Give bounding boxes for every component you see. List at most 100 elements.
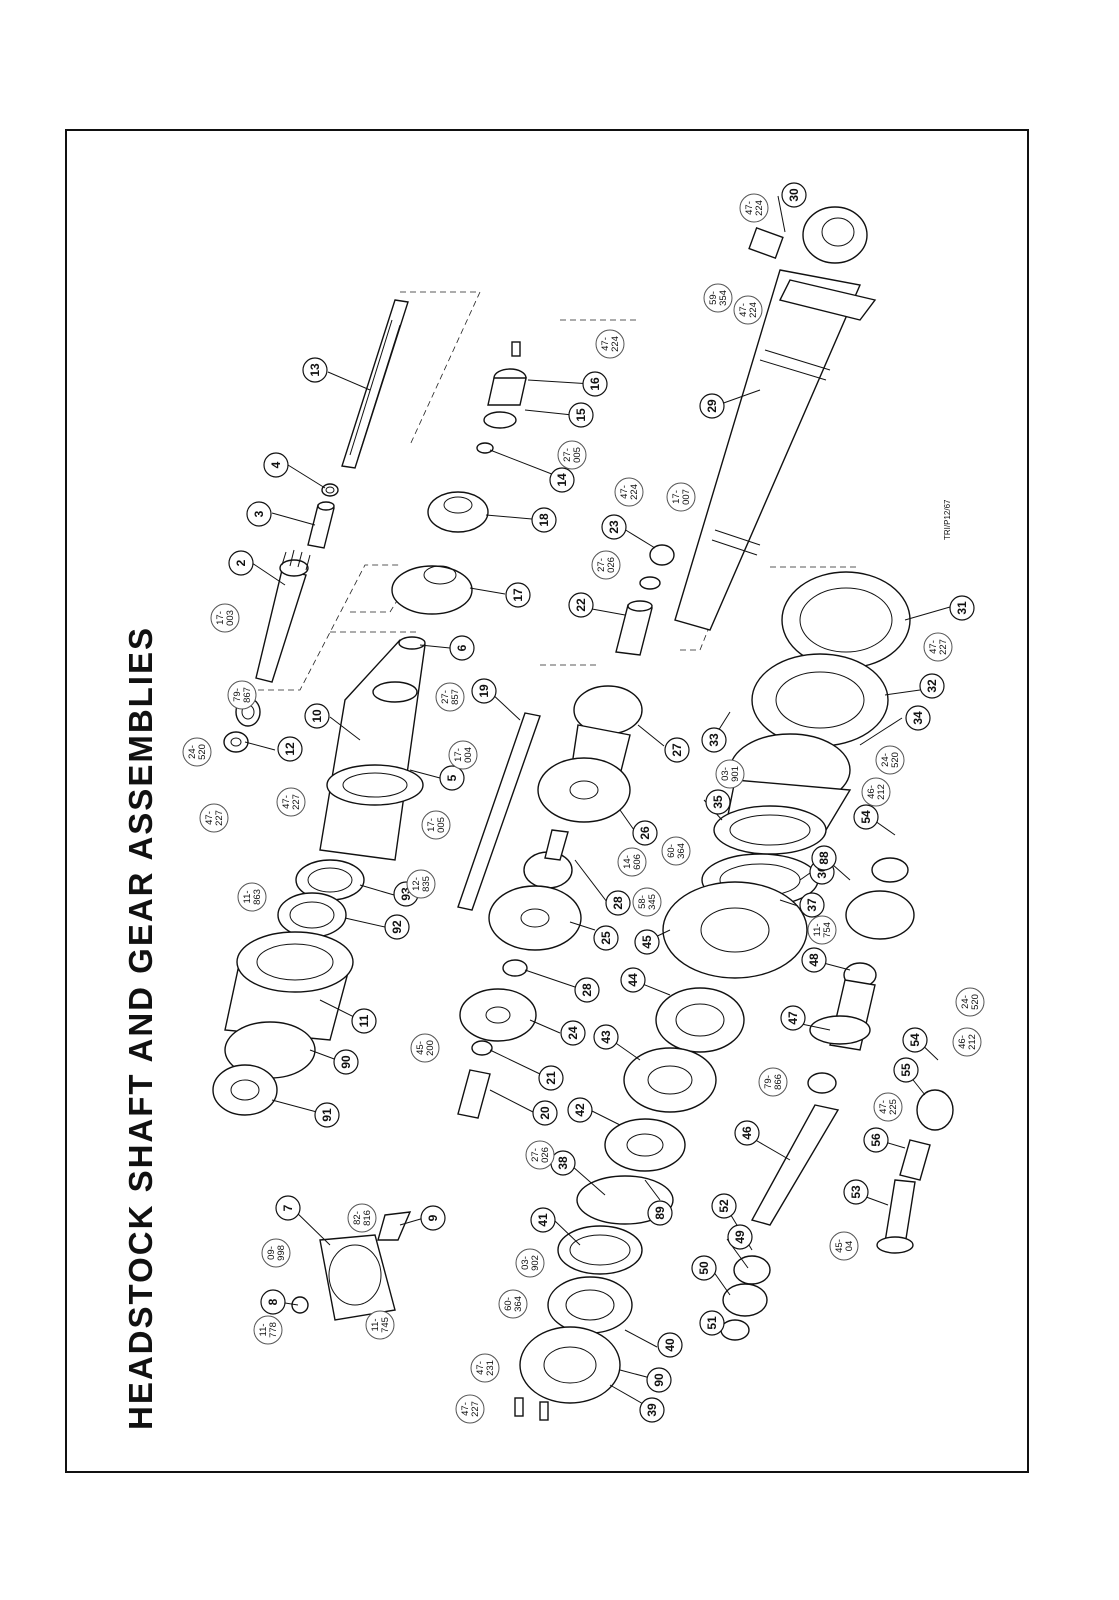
part-number-circle xyxy=(595,329,625,359)
part-number-circle xyxy=(829,1231,859,1261)
part-brake-assembly xyxy=(291,1211,412,1321)
callout-circle xyxy=(843,1179,869,1205)
callout-circle xyxy=(664,737,690,763)
part-spindle-5 xyxy=(319,636,426,861)
callout-circle xyxy=(593,925,619,951)
callout-number: 27 xyxy=(670,743,684,757)
callout-number: 49 xyxy=(733,1230,747,1244)
part-number-text: 27-857 xyxy=(440,689,461,705)
part-sleeve-3 xyxy=(307,501,335,549)
part-number-47-227: 47-227 xyxy=(199,803,229,833)
part-number-text: 60-364 xyxy=(666,843,687,859)
part-number-text: 11-863 xyxy=(242,889,263,905)
callout-circle xyxy=(853,804,879,830)
part-number-text: 59-354 xyxy=(708,290,729,306)
callout-22: 22 xyxy=(568,592,594,618)
callout-circle xyxy=(699,393,725,419)
callout-number: 46 xyxy=(740,1126,754,1140)
diagram-frame xyxy=(65,129,1029,1473)
part-number-circle xyxy=(923,632,953,662)
part-number-text: 27-026 xyxy=(530,1147,551,1163)
part-number-03-902: 03-902 xyxy=(515,1248,545,1278)
part-number-circle xyxy=(873,1092,903,1122)
part-number-text: 24-520 xyxy=(880,752,901,768)
callout-number: 24 xyxy=(566,1026,580,1040)
part-number-circle xyxy=(557,440,587,470)
callout-25: 25 xyxy=(593,925,619,951)
callout-number: 2 xyxy=(234,559,248,566)
callout-circle xyxy=(863,1127,889,1153)
part-number-circle xyxy=(515,1248,545,1278)
part-number-circle xyxy=(875,745,905,775)
callout-48: 48 xyxy=(801,947,827,973)
callout-circle xyxy=(439,765,465,791)
callout-32: 32 xyxy=(919,673,945,699)
callout-91: 91 xyxy=(314,1102,340,1128)
callout-31: 31 xyxy=(949,595,975,621)
part-housing-11 xyxy=(224,859,365,1079)
part-number-circle xyxy=(861,777,891,807)
callout-90: 90 xyxy=(646,1367,672,1393)
callout-circle xyxy=(639,1397,665,1423)
callout-circle xyxy=(905,705,931,731)
part-shaft-53 xyxy=(876,1179,916,1254)
part-number-79-866: 79-866 xyxy=(758,1067,788,1097)
part-pin-20 xyxy=(457,1040,493,1119)
part-number-circle xyxy=(347,1203,377,1233)
part-number-text: 17-003 xyxy=(215,610,236,626)
part-number-27-026: 27-026 xyxy=(525,1140,555,1170)
callout-circle xyxy=(302,357,328,383)
part-number-references: 17-00379-86724-52047-22747-22711-86327-8… xyxy=(182,193,985,1424)
part-gear-50 xyxy=(720,1255,771,1341)
callout-43: 43 xyxy=(593,1024,619,1050)
callout-circle xyxy=(919,673,945,699)
callout-number: 92 xyxy=(390,920,404,934)
callout-number: 6 xyxy=(455,644,469,651)
part-number-47-224: 47-224 xyxy=(739,193,769,223)
callout-33: 33 xyxy=(701,727,727,753)
callout-circle xyxy=(657,1332,683,1358)
callout-54: 54 xyxy=(853,804,879,830)
callout-18: 18 xyxy=(531,507,557,533)
part-number-11-745: 11-745 xyxy=(365,1310,395,1340)
part-number-circle xyxy=(739,193,769,223)
part-number-text: 47-224 xyxy=(738,302,759,318)
callout-89: 89 xyxy=(647,1200,673,1226)
part-number-text: 47-231 xyxy=(475,1360,496,1376)
part-number-45-200: 45-200 xyxy=(410,1033,440,1063)
part-number-12-835: 12-835 xyxy=(406,869,436,899)
part-number-text: 45-200 xyxy=(415,1040,436,1056)
callout-number: 51 xyxy=(705,1316,719,1330)
callout-number: 48 xyxy=(807,953,821,967)
callout-26: 26 xyxy=(632,820,658,846)
part-number-60-364: 60-364 xyxy=(498,1289,528,1319)
part-number-47-224: 47-224 xyxy=(595,329,625,359)
callout-10: 10 xyxy=(304,703,330,729)
callout-number: 5 xyxy=(445,774,459,781)
part-number-46-212: 46-212 xyxy=(861,777,891,807)
callout-number: 40 xyxy=(663,1338,677,1352)
callout-number: 56 xyxy=(869,1133,883,1147)
part-number-24-520: 24-520 xyxy=(955,987,985,1017)
callout-24: 24 xyxy=(560,1020,586,1046)
part-shaft-46 xyxy=(750,1072,840,1226)
part-number-text: 03-902 xyxy=(520,1255,541,1271)
part-number-text: 47-227 xyxy=(460,1401,481,1417)
callout-circle xyxy=(691,1255,717,1281)
part-number-47-224: 47-224 xyxy=(614,477,644,507)
part-shaft-19 xyxy=(457,712,541,911)
part-number-45-04: 45-04 xyxy=(829,1231,859,1261)
part-number-circle xyxy=(182,737,212,767)
part-number-27-005: 27-005 xyxy=(557,440,587,470)
callout-circle xyxy=(781,182,807,208)
part-number-circle xyxy=(448,740,478,770)
callout-circle xyxy=(701,727,727,753)
part-number-text: 09-998 xyxy=(266,1245,287,1261)
callout-number: 38 xyxy=(556,1156,570,1170)
part-number-text: 03-901 xyxy=(720,766,741,782)
part-number-text: 46-212 xyxy=(957,1034,978,1050)
part-gear-43 xyxy=(623,1047,717,1113)
callout-circle xyxy=(333,1049,359,1075)
part-number-17-007: 17-007 xyxy=(666,482,696,512)
callout-number: 13 xyxy=(308,363,322,377)
